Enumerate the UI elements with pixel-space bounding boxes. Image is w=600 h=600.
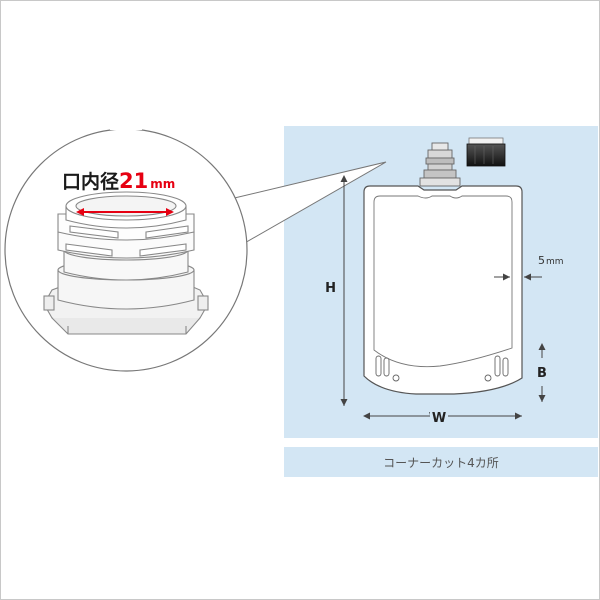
diameter-arrowhead-left bbox=[76, 208, 84, 216]
pouch-seal-line bbox=[373, 195, 513, 368]
seal-width-label: 5mm bbox=[538, 254, 564, 267]
circle-gap bbox=[110, 124, 142, 130]
spout-cap bbox=[466, 137, 506, 167]
diameter-arrowhead-right bbox=[166, 208, 174, 216]
width-label-bg bbox=[430, 408, 448, 424]
gusset-slots bbox=[375, 355, 509, 382]
callout-pointer bbox=[225, 161, 387, 249]
corner-cut-caption: コーナーカット4カ所 bbox=[284, 447, 598, 477]
spout-detail-illustration bbox=[43, 191, 209, 335]
height-label: H bbox=[325, 281, 336, 296]
pouch-spout bbox=[419, 142, 461, 187]
width-label-front: W bbox=[432, 411, 446, 426]
bottom-label: B bbox=[537, 366, 547, 381]
caption-text: コーナーカット4カ所 bbox=[383, 455, 499, 470]
